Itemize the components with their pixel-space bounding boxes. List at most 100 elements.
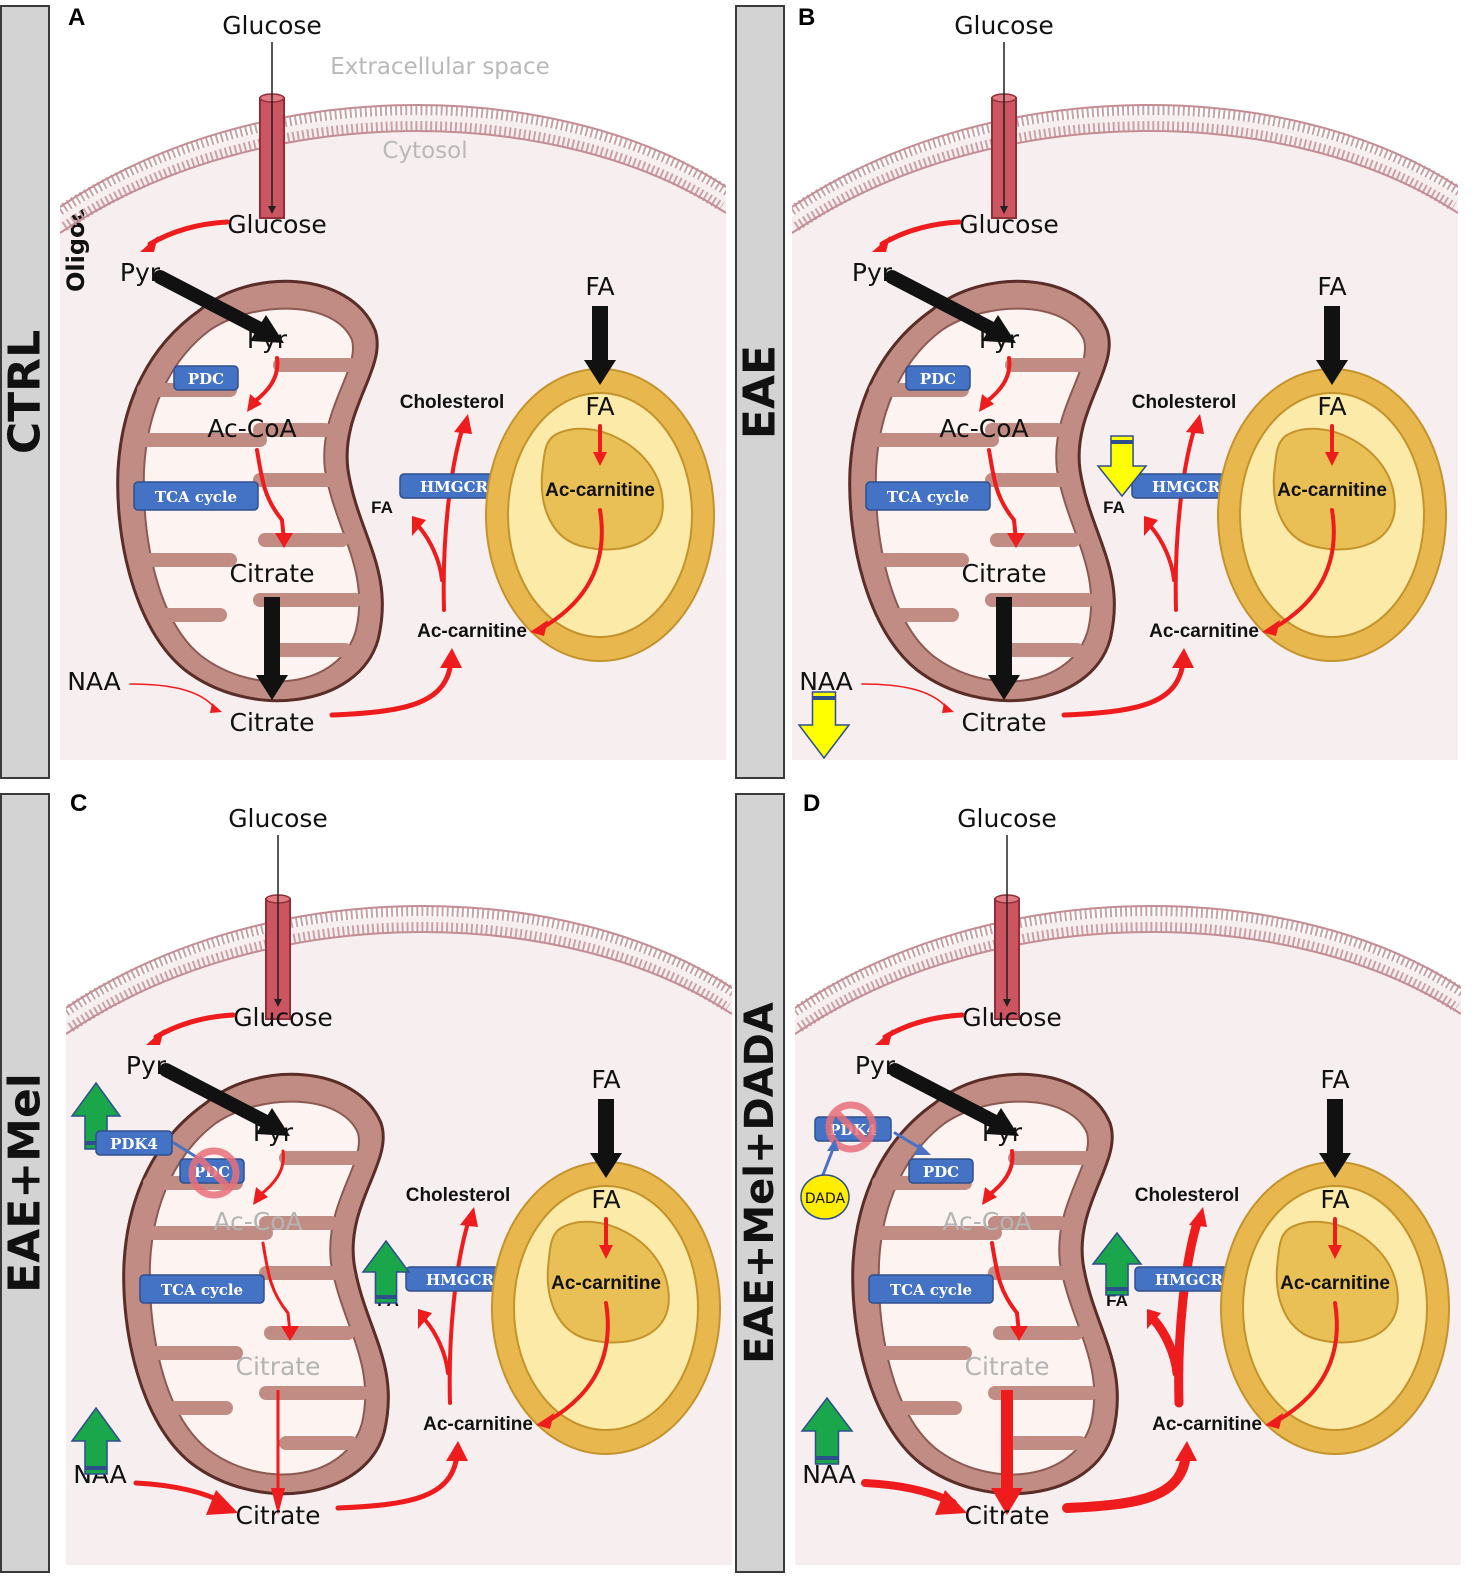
arrow-accarnitine-to-cholesterol (1173, 414, 1204, 612)
citrate-mitochondria: Citrate (962, 559, 1047, 588)
svg-text:HMGCR: HMGCR (426, 1271, 495, 1289)
arrow-fa-to-accarnitine (599, 1217, 613, 1259)
membrane-bilayer-icon (792, 104, 1458, 234)
enzyme-tca-cycle: TCA cycle (865, 481, 991, 511)
citrate-cytosol: Citrate (236, 1501, 321, 1530)
ac-carnitine-cytosol: Ac-carnitine (417, 621, 527, 642)
arrow-naa-to-citrate (861, 683, 954, 713)
ac-carnitine-cytosol: Ac-carnitine (1149, 621, 1259, 642)
arrow-fa-import (598, 1099, 614, 1155)
enzyme-tca-cycle: TCA cycle (868, 1274, 994, 1304)
extracellular-space (60, 0, 726, 220)
arrow-pyr-to-acoa (979, 356, 1012, 412)
arrow-pyr-to-acoa (253, 1149, 285, 1205)
cholesterol: Cholesterol (406, 1185, 511, 1206)
svg-text:PDC: PDC (920, 370, 956, 388)
fatty-acid-peroxisome: FA (585, 392, 614, 421)
up-arrow-icon (70, 1406, 122, 1475)
cholesterol: Cholesterol (1132, 392, 1237, 413)
fatty-acid-import: FA (1320, 1065, 1349, 1094)
acetyl-coa: Ac-CoA (942, 1207, 1031, 1236)
arrow-acoa-to-citrate (990, 1241, 1028, 1341)
panel-letter-c: C (70, 790, 88, 817)
pyr-mitochondria: Pyr (982, 1118, 1023, 1147)
citrate-mitochondria: Citrate (230, 559, 315, 588)
pyr-cytosol: Pyr (855, 1051, 896, 1080)
cholesterol: Cholesterol (1135, 1185, 1240, 1206)
cholesterol: Cholesterol (400, 392, 505, 413)
pyr-mitochondria: Pyr (253, 1118, 294, 1147)
arrow-pyr-import (885, 270, 1016, 343)
arrow-fa-to-accarnitine (1328, 1217, 1342, 1259)
svg-text:HMGCR: HMGCR (1152, 478, 1221, 496)
arrow-peroxisome-export (530, 508, 604, 636)
arrow-fa-to-accarnitine (593, 424, 607, 466)
arrow-peroxisome-export (1265, 1301, 1339, 1429)
membrane-bilayer-icon (60, 104, 726, 234)
acetyl-coa: Ac-CoA (207, 414, 296, 443)
panel-letter-a: A (68, 4, 86, 31)
citrate-cytosol: Citrate (965, 1501, 1050, 1530)
membrane-bilayer-icon (66, 905, 732, 1035)
condition-label: CTRL (0, 329, 51, 455)
citrate-mitochondria: Citrate (236, 1352, 321, 1381)
fatty-acid-peroxisome: FA (591, 1185, 620, 1214)
fatty-acid-peroxisome: FA (1317, 392, 1346, 421)
cytosol-label: Cytosol (382, 138, 467, 164)
arrow-fa-import (592, 306, 608, 362)
condition-label: EAE (734, 344, 786, 440)
condition-label: EAE+Mel+DADA (737, 1002, 783, 1364)
acetyl-coa: Ac-CoA (939, 414, 1028, 443)
sidebar-eae-mel-dada: EAE+Mel+DADA (735, 793, 785, 1573)
extracellular-space (792, 0, 1458, 220)
svg-text:TCA cycle: TCA cycle (887, 488, 969, 506)
glucose-extracellular: Glucose (228, 804, 328, 833)
arrow-pyr-import (159, 1063, 290, 1136)
naa: NAA (802, 1460, 856, 1489)
arrow-citrate-export (1001, 1390, 1013, 1490)
enzyme-tca-cycle: TCA cycle (133, 481, 259, 511)
enzyme-hmgcr: HMGCR (405, 1266, 515, 1292)
sidebar-ctrl: CTRL (0, 5, 51, 779)
pyr-mitochondria: Pyr (979, 325, 1020, 354)
arrow-accarnitine-to-fa (1147, 1309, 1182, 1378)
svg-text:TCA cycle: TCA cycle (890, 1281, 972, 1299)
arrow-accarnitine-to-fa (412, 516, 444, 582)
ac-carnitine-peroxisome: Ac-carnitine (1280, 1273, 1390, 1294)
dada-label: DADA (805, 1191, 846, 1207)
arrow-naa-to-citrate (129, 683, 222, 713)
ac-carnitine-cytosol: Ac-carnitine (1152, 1414, 1262, 1435)
glucose-cytosol: Glucose (959, 210, 1059, 239)
glucose-cytosol: Glucose (227, 210, 327, 239)
arrow-naa-to-citrate (861, 1479, 967, 1515)
enzyme-pdc: PDC (908, 1158, 974, 1184)
diagram-canvas: Extracellular spaceCytosolGlucoseGlucose… (60, 0, 726, 737)
citrate-mitochondria: Citrate (965, 1352, 1050, 1381)
fatty-acid-peroxisome: FA (1320, 1185, 1349, 1214)
fatty-acid-import: FA (591, 1065, 620, 1094)
glucose-cytosol: Glucose (233, 1003, 333, 1032)
svg-text:TCA cycle: TCA cycle (155, 488, 237, 506)
dada-compound: DADA (800, 1174, 850, 1220)
enzyme-pdc: PDC (173, 365, 239, 391)
sidebar-eae-mel: EAE+Mel (0, 793, 51, 1573)
enzyme-pdc: PDC (905, 365, 971, 391)
arrow-pdk4-to-pdc (893, 1131, 931, 1155)
arrow-accarnitine-to-cholesterol (441, 414, 472, 612)
arrow-naa-to-citrate (133, 1480, 238, 1515)
svg-text:PDK4: PDK4 (110, 1135, 158, 1153)
panel-letter-b: B (798, 4, 816, 31)
ac-carnitine-peroxisome: Ac-carnitine (1277, 480, 1387, 501)
svg-text:HMGCR: HMGCR (420, 478, 489, 496)
up-arrow-icon (1091, 1231, 1143, 1296)
svg-text:TCA cycle: TCA cycle (161, 1281, 243, 1299)
arrow-peroxisome-export (1262, 508, 1336, 636)
arrow-glucose-to-pyr (140, 219, 230, 252)
naa: NAA (67, 667, 121, 696)
arrow-accarnitine-to-fa (1144, 516, 1176, 582)
inhibition-icon (825, 1101, 877, 1153)
arrow-acoa-to-citrate (987, 448, 1025, 548)
